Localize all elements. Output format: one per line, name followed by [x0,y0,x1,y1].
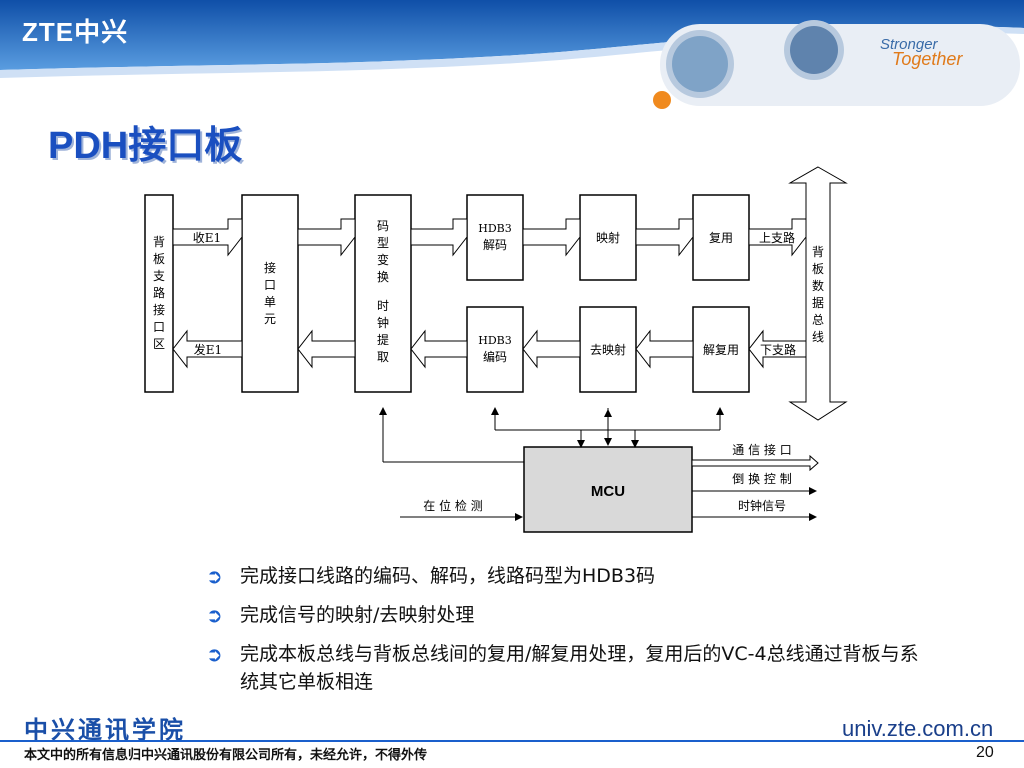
interface-unit-box [241,194,299,393]
backplane-interface-label-char: 区 [153,337,165,351]
switch-control-label: 倒 换 控 制 [732,472,791,486]
bullet-list: ➲完成接口线路的编码、解码，线路码型为HDB3码 ➲完成信号的映射/去映射处理 … [206,562,926,707]
codec-clock-label-char: 变 [377,252,389,267]
slogan-line2: Together [892,49,963,69]
backplane-bus-label-char: 板 [812,262,824,276]
codec-clock-label: 码型变换时钟提取 [377,219,389,364]
zte-logo: ZTE中兴 [22,17,129,47]
header-banner [0,0,1024,109]
arrow-bullet-icon: ➲ [206,603,223,627]
decode-to-map-arrow [522,218,581,257]
footer-brand: 中兴通讯学院 [24,715,186,744]
tx-e1-label: 发E1 [194,342,222,357]
map-to-mux-arrow [635,218,694,257]
demap-to-encode-arrow [522,329,581,369]
codec-clock-box [354,194,412,393]
lower-tributary-label: 下支路 [760,342,796,357]
upper-tributary-label: 上支路 [759,230,795,245]
hdb3-decode-label-1: HDB3 [478,222,512,235]
comm-interface-arrow [691,454,819,472]
lower-tributary-arrow [748,329,807,369]
backplane-bus-label-char: 线 [812,330,824,344]
footer-copyright-note: 本文中的所有信息归中兴通讯股份有限公司所有，未经允许，不得外传 [24,748,428,763]
rx-e1-arrow [172,218,243,257]
demap-box [579,306,637,393]
unit-to-codec-arrow [297,218,356,257]
hdb3-decode-label-2: 解码 [483,238,507,252]
demux-box [692,306,750,393]
page-title: PDH接口板 [48,125,243,167]
comm-interface-label: 通 信 接 口 [732,442,791,457]
clock-signal-label: 时钟信号 [738,498,786,513]
slogan: Stronger Together [880,36,963,69]
mcu-box [523,446,693,533]
backplane-interface-label-char: 支 [153,269,165,283]
demap-label: 去映射 [590,342,626,357]
codec-clock-label-char: 提 [377,332,389,347]
codec-clock-label-char: 码 [377,219,389,233]
interface-unit-label-char: 接 [264,260,276,275]
map-label: 映射 [596,230,620,245]
demux-to-demap-arrow [635,329,694,369]
presence-detect-label: 在 位 检 测 [423,498,482,513]
slogan-line1: Stronger [880,36,938,53]
upper-tributary-arrow [748,218,807,257]
bullet-item: ➲完成本板总线与背板总线间的复用/解复用处理，复用后的VC-4总线通过背板与系统… [206,642,919,693]
arrow-bullet-icon: ➲ [206,564,223,588]
hdb3-encode-label-2: 编码 [483,349,507,364]
tx-e1-arrow [172,329,243,369]
footer-divider [0,740,1024,742]
backplane-interface-box [144,194,174,393]
backplane-bus-label-char: 总 [812,313,824,327]
codec-to-unit-arrow [297,329,356,369]
backplane-bus-label-char: 背 [812,245,824,259]
rx-e1-label: 收E1 [193,231,221,245]
codec-clock-label-char: 钟 [377,315,389,330]
page-number: 20 [976,744,994,761]
backplane-interface-label-char: 背 [153,235,165,249]
backplane-bus-label-char: 数 [812,278,824,293]
footer-url[interactable]: univ.zte.com.cn [842,716,994,741]
backplane-bus-arrow [788,166,848,421]
mux-box [692,194,750,281]
mux-label: 复用 [709,231,733,245]
backplane-interface-label-char: 口 [153,320,165,334]
hdb3-encode-label-1: HDB3 [478,334,512,347]
codec-to-decode-arrow [410,218,468,257]
diagram-labels: 背板支路接口区 接口单元 码型变换时钟提取 背板数据总线 HDB3 解码 HDB… [153,219,824,513]
encode-to-codec-arrow [410,329,468,369]
backplane-interface-label-char: 路 [153,285,165,300]
bullet-item: ➲完成接口线路的编码、解码，线路码型为HDB3码 [206,564,656,588]
backplane-interface-label-char: 接 [153,302,165,317]
backplane-bus-label: 背板数据总线 [812,245,824,344]
backplane-bus-label-char: 据 [812,296,824,310]
interface-unit-label-char: 单 [264,295,276,309]
arrow-bullet-icon: ➲ [206,642,223,666]
codec-clock-label-char: 时 [377,299,389,313]
mcu-control-lines [379,407,817,521]
banner-photos [653,20,1020,109]
codec-clock-label-char: 换 [377,270,389,284]
codec-clock-label-char: 型 [377,236,389,250]
backplane-interface-label: 背板支路接口区 [153,235,165,351]
interface-unit-label: 接口单元 [264,260,276,326]
codec-clock-label-char: 取 [377,350,389,364]
demux-label: 解复用 [703,343,739,357]
map-box [579,194,637,281]
interface-unit-label-char: 元 [264,312,276,326]
interface-unit-label-char: 口 [264,278,276,292]
bullet-item: ➲完成信号的映射/去映射处理 [206,603,475,627]
backplane-interface-label-char: 板 [153,252,165,266]
mcu-label: MCU [591,483,625,500]
